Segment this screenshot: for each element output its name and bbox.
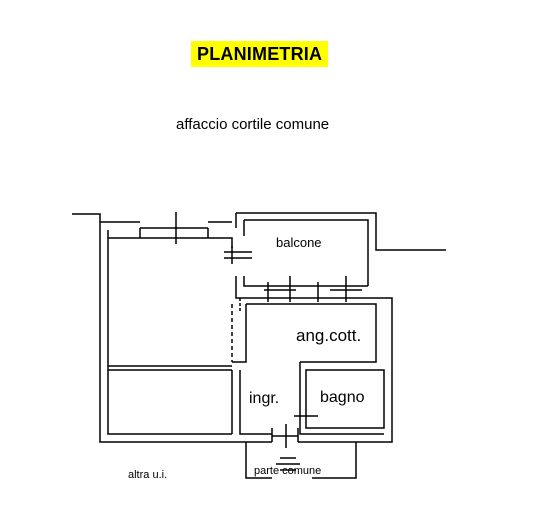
ang-cott-label: ang.cott. bbox=[296, 326, 361, 345]
courtyard-caption: affaccio cortile comune bbox=[176, 116, 330, 133]
ingr-label: ingr. bbox=[249, 390, 279, 407]
walls bbox=[72, 212, 446, 479]
room-labels: balcone ang.cott. ingr. bagno altra u.i.… bbox=[128, 235, 365, 481]
parte-comune-label: parte comune bbox=[254, 465, 321, 477]
page-title: PLANIMETRIA bbox=[191, 41, 329, 67]
altra-ui-label: altra u.i. bbox=[128, 469, 167, 481]
balcone-label: balcone bbox=[276, 235, 322, 250]
bagno-label: bagno bbox=[320, 389, 365, 406]
